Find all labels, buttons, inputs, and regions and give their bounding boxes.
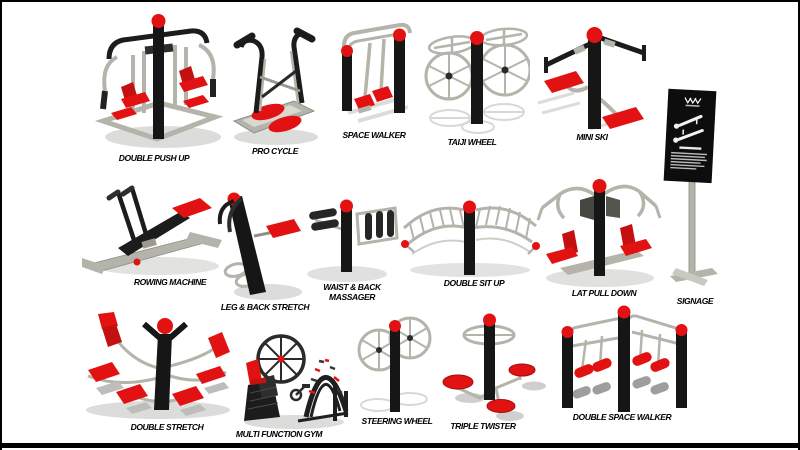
- waist-back-massager-illustration: [307, 199, 399, 282]
- waist-back-massager-label: WAIST & BACK MASSAGER: [323, 282, 381, 302]
- taiji-wheel-illustration: [424, 27, 530, 134]
- taiji-wheel-label: TAIJI WHEEL: [447, 137, 497, 147]
- steering-wheel-label: STEERING WHEEL: [361, 416, 433, 426]
- steering-wheel-illustration: [357, 316, 432, 412]
- double-space-walker-illustration: [561, 305, 688, 412]
- mini-ski-illustration: [537, 27, 646, 131]
- pro-cycle-illustration: [232, 27, 318, 145]
- space-walker-label: SPACE WALKER: [342, 130, 406, 140]
- sign-board: [663, 88, 717, 184]
- triple-twister-label: TRIPLE TWISTER: [450, 421, 516, 431]
- double-sit-up-illustration: [401, 200, 540, 277]
- rowing-machine-illustration: [82, 185, 222, 275]
- rowing-machine-label: ROWING MACHINE: [133, 277, 207, 287]
- pro-cycle-label: PRO CYCLE: [252, 146, 298, 156]
- multi-function-gym-label: MULTI FUNCTION GYM: [235, 429, 323, 439]
- multi-function-gym-illustration: [244, 334, 349, 429]
- leg-back-stretch-illustration: [217, 192, 302, 300]
- signage-illustration: [663, 88, 718, 286]
- double-space-walker-label: DOUBLE SPACE WALKER: [572, 412, 672, 422]
- signage-label: SIGNAGE: [676, 296, 714, 306]
- leg-back-stretch-label: LEG & BACK STRETCH: [220, 302, 310, 312]
- lat-pull-down-label: LAT PULL DOWN: [571, 288, 637, 298]
- double-sit-up-label: DOUBLE SIT UP: [443, 278, 505, 288]
- double-push-up-label: DOUBLE PUSH UP: [118, 153, 190, 163]
- triple-twister-illustration: [442, 313, 546, 421]
- mini-ski-label: MINI SKI: [576, 132, 608, 142]
- space-walker-illustration: [341, 22, 412, 123]
- bottom-border: [2, 443, 798, 448]
- lat-pull-down-illustration: [536, 179, 662, 287]
- double-push-up-illustration: [94, 14, 224, 148]
- double-stretch-illustration: [86, 312, 230, 419]
- double-stretch-label: DOUBLE STRETCH: [130, 422, 204, 432]
